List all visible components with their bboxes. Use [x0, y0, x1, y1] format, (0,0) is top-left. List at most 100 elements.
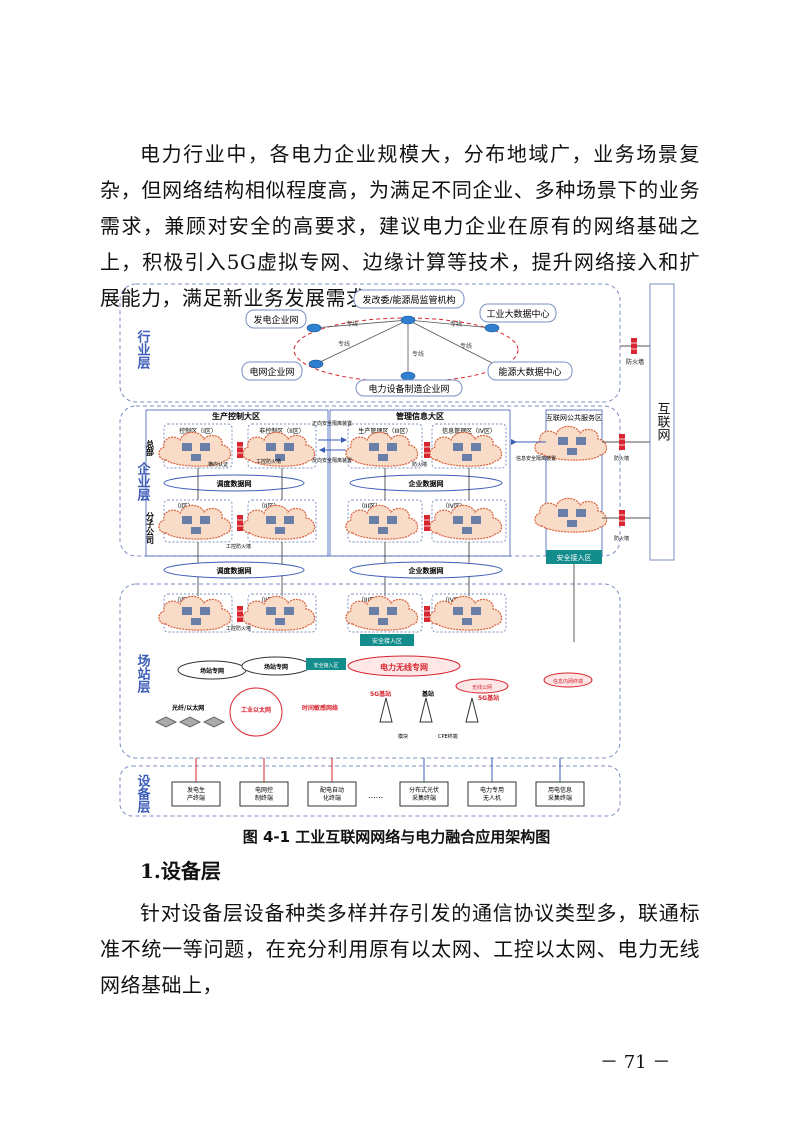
- svg-text:场站专网: 场站专网: [264, 663, 288, 671]
- industry-layer-frame: [119, 283, 621, 403]
- device-label: 用电信息: [548, 786, 572, 794]
- figure-caption: 图 4-1 工业互联网网络与电力融合应用架构图: [242, 828, 551, 846]
- link-label: 专线: [346, 320, 358, 328]
- svg-text:光纤/以太网: 光纤/以太网: [171, 704, 204, 712]
- device-box: [239, 781, 289, 807]
- enterprise-net-station: [349, 561, 503, 579]
- svg-text:CPE终端: CPE终端: [438, 733, 458, 740]
- svg-text:基站: 基站: [421, 690, 434, 698]
- mgmt-zone-frame: [329, 409, 511, 557]
- branch-zones: （I区） （II区） （III区） （IV区） 工控防火墙: [158, 499, 507, 550]
- svg-text:安全接入区: 安全接入区: [313, 662, 338, 669]
- layer-label-enterprise: 企业层: [135, 461, 152, 502]
- node-regulator: 发改委/能源局监管机构: [362, 294, 455, 306]
- svg-text:5G基站: 5G基站: [478, 694, 499, 702]
- svg-text:工控防火墙: 工控防火墙: [256, 458, 281, 465]
- device-label: 无人机: [483, 794, 501, 802]
- node-bigdata: 工业大数据中心: [486, 308, 549, 320]
- svg-text:时间敏感网络: 时间敏感网络: [302, 704, 338, 712]
- svg-text:防火墙: 防火墙: [614, 455, 629, 462]
- svg-text:调度数据网: 调度数据网: [217, 479, 252, 488]
- svg-text:工业以太网: 工业以太网: [241, 706, 271, 714]
- dispatch-net-ent: [163, 474, 305, 492]
- svg-text:生产管理区（III区）: 生产管理区（III区）: [358, 427, 411, 435]
- station-secure-access-2: [306, 658, 346, 670]
- device-boxes: 发电生产终端电网控制终端配电自动化终端......分布式光伏采集终端电力专用无人…: [171, 758, 585, 807]
- device-box: [171, 781, 221, 807]
- hq-zones: 控制区（I区） 非控制区（II区） 生产管理区（III区） 信息管理区（IV区）…: [158, 420, 507, 469]
- hq-label: 总部: [146, 439, 155, 457]
- svg-text:（II区）: （II区）: [258, 503, 280, 510]
- station-devices: 光纤/以太网 工业以太网 时间敏感网络 5G基站 基站 5G基站 模块 CPE终…: [154, 687, 499, 740]
- device-label: 配电自动: [320, 786, 344, 794]
- svg-text:防火墙: 防火墙: [412, 461, 427, 468]
- device-box: [535, 781, 585, 807]
- device-label: 化终端: [323, 794, 341, 802]
- device-label: 发电生: [187, 786, 205, 794]
- architecture-diagram: 行业层 企业层 场站层 设备层 互联网 发改委/能源局监管机构 发电企业网 工业…: [119, 283, 675, 817]
- prod-zone-title: 生产控制大区: [212, 411, 260, 421]
- svg-text:5G基站: 5G基站: [370, 690, 391, 698]
- svg-text:控制区（I区）: 控制区（I区）: [179, 427, 217, 435]
- dispatch-net-station: [163, 561, 305, 579]
- mgmt-zone-title: 管理信息大区: [396, 411, 444, 421]
- svg-text:安全接入区: 安全接入区: [372, 637, 402, 645]
- branch-label: 分子公司: [146, 511, 155, 545]
- info-isolation-label: 信息安全隔离装置: [516, 455, 556, 462]
- firewall-label: 防火墙: [626, 358, 644, 366]
- svg-text:正向安全隔离装置: 正向安全隔离装置: [312, 420, 352, 427]
- device-label: 采集终端: [412, 794, 436, 802]
- device-label: 电力专用: [480, 786, 504, 794]
- svg-text:（I区）: （I区）: [174, 503, 194, 510]
- station-zones: （I区） （II区） （III区） （IV区） 工控防火墙: [158, 593, 507, 633]
- svg-text:电力无线专网: 电力无线专网: [380, 662, 428, 672]
- device-box: [307, 781, 357, 807]
- svg-text:非控制区（II区）: 非控制区（II区）: [259, 427, 305, 435]
- layer-label-station: 场站层: [135, 654, 151, 694]
- secure-access-zone: [546, 550, 602, 564]
- page-number: － 71 －: [600, 1052, 671, 1073]
- device-label: 产终端: [187, 794, 205, 802]
- intro-paragraph: 电力行业中，各电力企业规模大，分布地域广，业务场景复杂，但网络结构相似程度高，为…: [100, 142, 700, 310]
- device-paragraph: 针对设备层设备种类多样并存引发的通信协议类型多，联通标准不统一等问题，在充分利用…: [100, 901, 700, 997]
- svg-text:工控防火墙: 工控防火墙: [226, 625, 251, 632]
- link-label: 专线: [460, 342, 472, 350]
- prod-zone-frame: [145, 409, 329, 557]
- layer-label-industry: 行业层: [135, 329, 152, 370]
- internet-service-label: 互联网公共服务区: [546, 413, 602, 422]
- svg-text:工控防火墙: 工控防火墙: [226, 543, 251, 550]
- device-label: 分布式光伏: [409, 786, 439, 794]
- info-intranet: [543, 672, 593, 688]
- svg-text:企业数据网: 企业数据网: [408, 566, 444, 575]
- node-gen-net: 发电企业网: [253, 314, 298, 326]
- device-ellipsis: ......: [368, 791, 383, 800]
- device-box: [399, 781, 449, 807]
- svg-text:防火墙: 防火墙: [614, 535, 629, 542]
- station-secure-access: [360, 634, 414, 646]
- station-layer-frame: [119, 583, 621, 759]
- section-heading: 1.设备层: [140, 859, 221, 883]
- svg-text:调度数据网: 调度数据网: [217, 566, 252, 575]
- node-grid-net: 电网企业网: [249, 366, 294, 378]
- device-label: 制终端: [255, 794, 273, 802]
- device-label: 电网控: [255, 786, 273, 794]
- svg-text:信息管理区（IV区）: 信息管理区（IV区）: [442, 427, 496, 435]
- internet-block: [649, 283, 675, 561]
- svg-text:横向认证: 横向认证: [208, 461, 228, 468]
- link-label: 专线: [412, 350, 424, 358]
- node-equip-net: 电力设备制造企业网: [368, 383, 449, 395]
- svg-text:（III区）: （III区）: [358, 503, 381, 510]
- svg-text:信息内网终端: 信息内网终端: [553, 678, 583, 685]
- svg-text:模块: 模块: [398, 733, 408, 740]
- layer-label-device: 设备层: [135, 774, 152, 814]
- svg-text:（IV区）: （IV区）: [442, 503, 466, 510]
- internet-label: 互联网: [655, 402, 671, 441]
- device-label: 采集终端: [548, 794, 572, 802]
- svg-text:企业数据网: 企业数据网: [408, 479, 444, 488]
- link-label: 专线: [338, 340, 350, 348]
- svg-text:安全接入区: 安全接入区: [557, 553, 592, 562]
- enterprise-net-ent: [349, 474, 503, 492]
- svg-text:反向安全隔离装置: 反向安全隔离装置: [312, 457, 352, 464]
- device-layer-frame: [119, 765, 621, 817]
- svg-text:无线公网: 无线公网: [472, 684, 492, 691]
